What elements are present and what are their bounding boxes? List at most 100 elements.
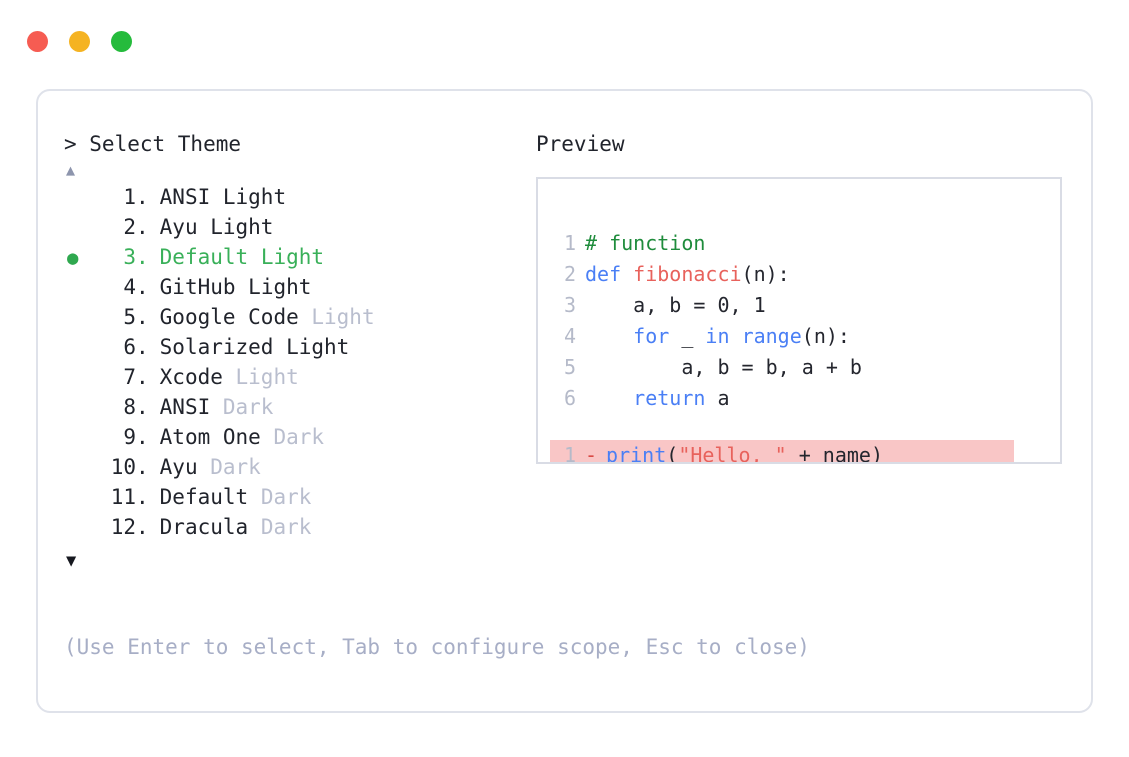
code-token-kw: print	[606, 443, 667, 464]
theme-index-dot: .	[136, 365, 149, 389]
theme-index: 9	[110, 425, 136, 449]
code-line: 2 def fibonacci(n):	[550, 259, 1060, 290]
code-line: 4 for _ in range(n):	[550, 321, 1060, 352]
theme-list-item[interactable]: 7.Xcode Light	[64, 362, 534, 392]
theme-list-item[interactable]: 2. Ayu Light	[64, 212, 534, 242]
code-line-number: 4	[563, 324, 576, 348]
theme-name: Dracula	[159, 515, 261, 539]
theme-index: 2	[110, 215, 136, 239]
theme-index-dot: .	[136, 245, 149, 269]
theme-variant: Dark	[273, 425, 325, 449]
code-token-str: "Hello, "	[678, 443, 787, 464]
theme-index: 8	[110, 395, 136, 419]
theme-variant: Dark	[222, 395, 274, 419]
theme-name: Default	[159, 485, 261, 509]
theme-index-dot: .	[136, 485, 149, 509]
theme-list-item[interactable]: 8.ANSI Dark	[64, 392, 534, 422]
code-diff-line-del: 1-print("Hello, " + name)	[550, 440, 1014, 464]
code-line-content: print("Hello, " + name)	[606, 440, 884, 464]
theme-list-item[interactable]: 6. Solarized Light	[64, 332, 534, 362]
theme-list-item[interactable]: 10.Ayu Dark	[64, 452, 534, 482]
code-token-kw: in	[705, 324, 730, 348]
code-line: 5 a, b = b, a + b	[550, 352, 1060, 383]
code-line: 6 return a	[550, 383, 1060, 414]
theme-index: 6	[110, 335, 136, 359]
code-token-kw: return	[633, 386, 706, 410]
keyboard-hint: (Use Enter to select, Tab to configure s…	[64, 635, 810, 659]
code-token-kw: def	[585, 262, 634, 286]
theme-variant: Dark	[260, 515, 312, 539]
window-maximize-button[interactable]	[111, 31, 132, 52]
code-token-plain: a, b = b, a + b	[585, 355, 862, 379]
theme-list-item[interactable]: 11. Default Dark	[64, 482, 534, 512]
code-token-plain	[585, 386, 633, 410]
theme-name: Atom One	[159, 425, 274, 449]
theme-list-item[interactable]: ● 3.Default Light	[64, 242, 534, 272]
theme-list-item[interactable]: 12.Dracula Dark	[64, 512, 534, 542]
code-token-plain	[730, 324, 742, 348]
scroll-up-icon[interactable]: ▲	[66, 161, 76, 179]
selected-bullet-icon: ●	[67, 247, 79, 269]
theme-name: Solarized	[159, 335, 287, 359]
code-sample: 1 # function 2 def fibonacci(n):3 a, b = 0,…	[550, 228, 1060, 464]
theme-index-dot: .	[136, 335, 149, 359]
code-line: 3 a, b = 0, 1	[550, 290, 1060, 321]
code-token-num: 1	[753, 293, 766, 317]
scroll-down-icon[interactable]: ▼	[66, 551, 77, 571]
theme-list-item[interactable]: 1.ANSI Light	[64, 182, 534, 212]
code-token-comment: # function	[585, 231, 706, 255]
theme-variant: Dark	[260, 485, 312, 509]
code-token-kw: range	[741, 324, 802, 348]
theme-index: 4	[110, 275, 136, 299]
code-line-number: 1	[563, 231, 576, 255]
code-line: 1 # function	[550, 228, 1060, 259]
code-line-content: a, b = b, a + b	[585, 352, 862, 383]
theme-index-dot: .	[136, 395, 149, 419]
code-line-number: 1	[563, 443, 576, 464]
theme-index-dot: .	[136, 275, 149, 299]
code-token-plain: a, b =	[585, 293, 718, 317]
theme-index-dot: .	[136, 215, 149, 239]
preview-box: 1 # function 2 def fibonacci(n):3 a, b = 0,…	[536, 177, 1062, 464]
code-token-plain: (n):	[741, 262, 790, 286]
code-token-plain: (	[666, 443, 679, 464]
theme-index: 11	[110, 485, 136, 509]
theme-name: Default	[159, 245, 261, 269]
code-token-plain: + name)	[786, 443, 884, 464]
window-traffic-lights	[27, 31, 132, 52]
theme-name: Ayu	[159, 455, 211, 479]
code-token-plain: ,	[729, 293, 754, 317]
code-token-kw: for	[633, 324, 670, 348]
theme-name: Google Code	[159, 305, 312, 329]
theme-index: 7	[110, 365, 136, 389]
code-line-content: def fibonacci(n):	[585, 259, 790, 290]
code-token-plain: a	[705, 386, 730, 410]
theme-name: Xcode	[159, 365, 236, 389]
theme-name: Ayu	[159, 215, 211, 239]
theme-index: 5	[110, 305, 136, 329]
theme-index-dot: .	[136, 305, 149, 329]
theme-variant: Light	[210, 215, 274, 239]
theme-selector-pane: > Select Theme ▲ 1.ANSI Light 2. Ayu Ligh…	[64, 129, 534, 574]
theme-variant: Light	[311, 305, 375, 329]
page-title: > Select Theme	[64, 132, 242, 156]
theme-variant: Light	[260, 245, 325, 269]
theme-variant: Light	[222, 185, 287, 209]
theme-index: 12	[110, 515, 136, 539]
code-line-number: 5	[563, 355, 576, 379]
theme-list-item[interactable]: 5. Google Code Light	[64, 302, 534, 332]
code-line-number: 6	[563, 386, 576, 410]
code-diff-separator	[550, 414, 1060, 440]
theme-index-dot: .	[136, 455, 149, 479]
theme-index: 10	[110, 455, 136, 479]
theme-variant: Light	[286, 335, 350, 359]
theme-variant: Light	[248, 275, 312, 299]
preview-label: Preview	[536, 132, 625, 156]
window-close-button[interactable]	[27, 31, 48, 52]
code-token-plain	[585, 324, 633, 348]
code-line-number: 2	[563, 262, 576, 286]
window-minimize-button[interactable]	[69, 31, 90, 52]
theme-list-item[interactable]: 4.GitHub Light	[64, 272, 534, 302]
preview-pane: Preview 1 # function 2 def fibonacci(n):3 a…	[536, 129, 1068, 464]
theme-list-item[interactable]: 9.Atom One Dark	[64, 422, 534, 452]
